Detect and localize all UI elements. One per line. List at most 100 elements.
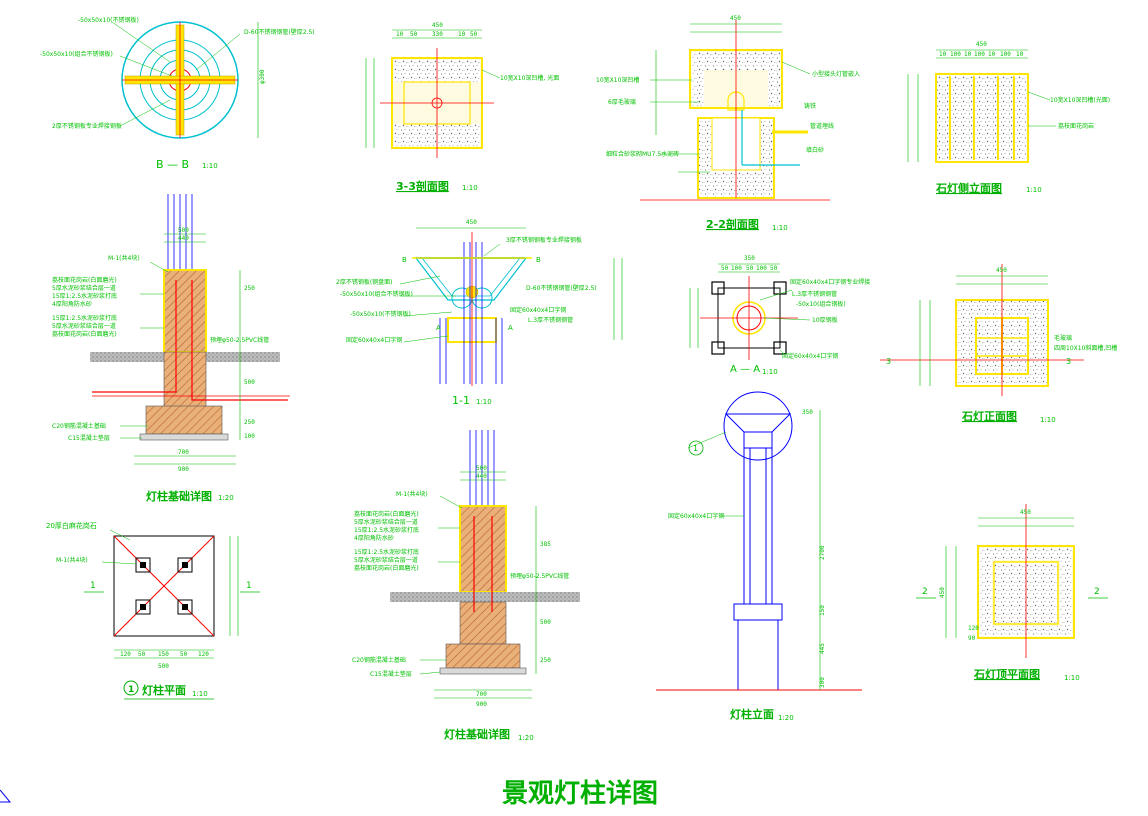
s22-label-0: 10宽X10深凹槽 xyxy=(596,76,639,84)
base1-column xyxy=(163,269,207,353)
top-dim-side-1: 120 xyxy=(968,625,979,632)
aa-dim-2: 50 xyxy=(746,265,754,272)
view-base1: 500 440 700 900 250 500 250 100 M-1(共4块)… xyxy=(52,194,290,503)
s22-title: 2-2剖面图 xyxy=(706,217,759,231)
front-title: 石灯正面图 xyxy=(961,409,1017,423)
plan-dim-4: 120 xyxy=(198,651,209,658)
aa-label-1: L.3厚不锈钢钢管 xyxy=(792,290,837,298)
base1-label-8: 预埋φ50-2.5PVC线管 xyxy=(210,336,269,344)
base1-dim-2: 700 xyxy=(178,449,189,456)
top-mark-1: 2 xyxy=(1094,587,1100,597)
plan-mark-1: 1 xyxy=(246,581,252,591)
base2-dim-0: 500 xyxy=(476,465,487,472)
aa-dim-4: 50 xyxy=(770,265,778,272)
plan-dim-3: 50 xyxy=(180,651,188,658)
elev-scale: 1:20 xyxy=(778,714,794,722)
main-title: 景观灯柱详图 xyxy=(502,778,658,809)
plan-dim-2: 150 xyxy=(158,651,169,658)
s22-scale: 1:10 xyxy=(772,224,788,232)
base2-label-3: 15厚1:2.5水泥砂浆打底 xyxy=(354,526,419,534)
s11-mark-0: B xyxy=(402,256,407,264)
top-dim-side-0: 450 xyxy=(939,587,946,598)
base1-label-10: C15混凝土垫层 xyxy=(68,434,110,442)
elev-dim-0: 350 xyxy=(802,409,813,416)
front-mark-0: 3 xyxy=(886,357,891,366)
s33-scale: 1:10 xyxy=(462,184,478,192)
s22-bulb xyxy=(727,91,745,111)
s22-label-3: 铸铁 xyxy=(804,102,816,110)
base1-cushion xyxy=(139,433,229,441)
s33-dim-4: 50 xyxy=(470,31,478,38)
front-scale: 1:10 xyxy=(1040,416,1056,424)
s11-scale: 1:10 xyxy=(476,398,492,406)
s33-dim-0: 10 xyxy=(396,31,404,38)
s22-label-6: 细粒合砂浆砌MU7.5水泥砖 xyxy=(606,150,679,158)
elev-dim-4: 300 xyxy=(819,677,826,688)
base1-label-2: 5厚水泥砂浆结合层一道 xyxy=(52,284,116,292)
s11-label-0: 2厚不锈钢板(钢盘面) xyxy=(336,278,393,286)
aa-scale: 1:10 xyxy=(762,368,778,376)
base2-dim-6: 250 xyxy=(540,657,551,664)
plan-circle-no: 1 xyxy=(128,685,134,695)
s22-dim-total: 450 xyxy=(730,15,741,22)
base2-label-1: 荔枝面花岗岩(白面磨光) xyxy=(354,510,419,518)
base1-label-0: M-1(共4块) xyxy=(108,254,140,262)
s11-label-1: 3厚不锈钢钢板专业焊接钢板 xyxy=(506,236,582,244)
base1-footing xyxy=(145,405,223,435)
top-title: 石灯顶平面图 xyxy=(973,667,1040,681)
view-top: 450 450 120 90 2 2 石灯顶平面图 1:10 xyxy=(916,504,1108,682)
s11-label-4: D-60不锈钢钢管(壁厚2.5) xyxy=(526,284,597,292)
base2-label-7: 荔枝面花岗岩(白面磨光) xyxy=(354,564,419,572)
base1-label-4: 4厚阳角防水砂 xyxy=(52,300,92,308)
front-label-0: 毛玻璃 xyxy=(1054,334,1072,342)
s11-mark-1: B xyxy=(536,256,541,264)
view-22: 450 10宽X10深凹槽 6厚毛玻璃 小型接头灯管嵌入 铸铁 管道埋线 填白砂… xyxy=(596,15,860,232)
view-base2: 500 440 700 900 385 500 250 M-1(共4块) 荔枝面… xyxy=(352,430,580,742)
base1-label-7: 荔枝面花岗岩(白面磨光) xyxy=(52,330,117,338)
base2-label-4: 4厚阳角防水砂 xyxy=(354,534,394,542)
aa-dim-total: 350 xyxy=(744,255,755,262)
plan-dim-0: 120 xyxy=(120,651,131,658)
s33-dim-1: 50 xyxy=(410,31,418,38)
base1-dim-0: 500 xyxy=(178,227,189,234)
base2-cushion xyxy=(439,667,527,675)
side-dim-1: 100 xyxy=(950,51,961,58)
s11-label-7: L.3厚不锈钢钢管 xyxy=(528,316,573,324)
base1-dim-4: 250 xyxy=(244,285,255,292)
aa-label-0: 固定60x40x4口字钢专业焊接 xyxy=(790,278,870,286)
base1-dim-6: 250 xyxy=(244,419,255,426)
plan-dim-1: 50 xyxy=(138,651,146,658)
plan-title: 灯柱平面 xyxy=(142,683,186,697)
view-side: 450 10 100 10 100 10 100 10 10宽X10深凹槽(光面… xyxy=(907,41,1110,195)
top-scale: 1:10 xyxy=(1064,674,1080,682)
base2-label-9: C20钢筋混凝土基础 xyxy=(352,656,406,664)
side-dim-total: 450 xyxy=(976,41,987,48)
side-dim-6: 10 xyxy=(1016,51,1024,58)
base2-dim-2: 700 xyxy=(476,691,487,698)
base2-label-10: C15混凝土垫层 xyxy=(370,670,412,678)
aa-dim-3: 100 xyxy=(756,265,767,272)
base2-dim-4: 385 xyxy=(540,541,551,548)
elev-detail-circle xyxy=(723,391,793,461)
elev-collar xyxy=(733,603,783,621)
base2-column xyxy=(459,505,507,593)
bb-label-2: D-60不锈钢钢管(壁厚2.5) xyxy=(244,28,315,36)
elev-base xyxy=(737,619,779,691)
base1-dim-3: 900 xyxy=(178,466,189,473)
side-label-0: 10宽X10深凹槽(光面) xyxy=(1050,96,1110,104)
s11-dim-total: 450 xyxy=(466,219,477,226)
front-mark-1: 3 xyxy=(1066,357,1071,366)
s11-label-2: -50x50x10(组合不锈钢板) xyxy=(340,290,413,298)
view-bb: φ300 -50x50x10(不锈钢板) -50x50x10(组合不锈钢板) D… xyxy=(40,16,315,171)
plan-mark-0: 1 xyxy=(90,581,96,591)
ucs-icon xyxy=(0,789,12,803)
base1-dim-7: 100 xyxy=(244,433,255,440)
top-mark-0: 2 xyxy=(922,587,928,597)
base1-label-3: 15厚1:2.5水泥砂浆打底 xyxy=(52,292,117,300)
side-dim-4: 10 xyxy=(988,51,996,58)
base2-dim-1: 440 xyxy=(476,473,487,480)
s11-label-6: 固定60x40x4口字钢 xyxy=(510,306,566,314)
base2-label-0: M-1(共4块) xyxy=(396,490,428,498)
s33-title: 3-3剖面图 xyxy=(396,179,449,193)
